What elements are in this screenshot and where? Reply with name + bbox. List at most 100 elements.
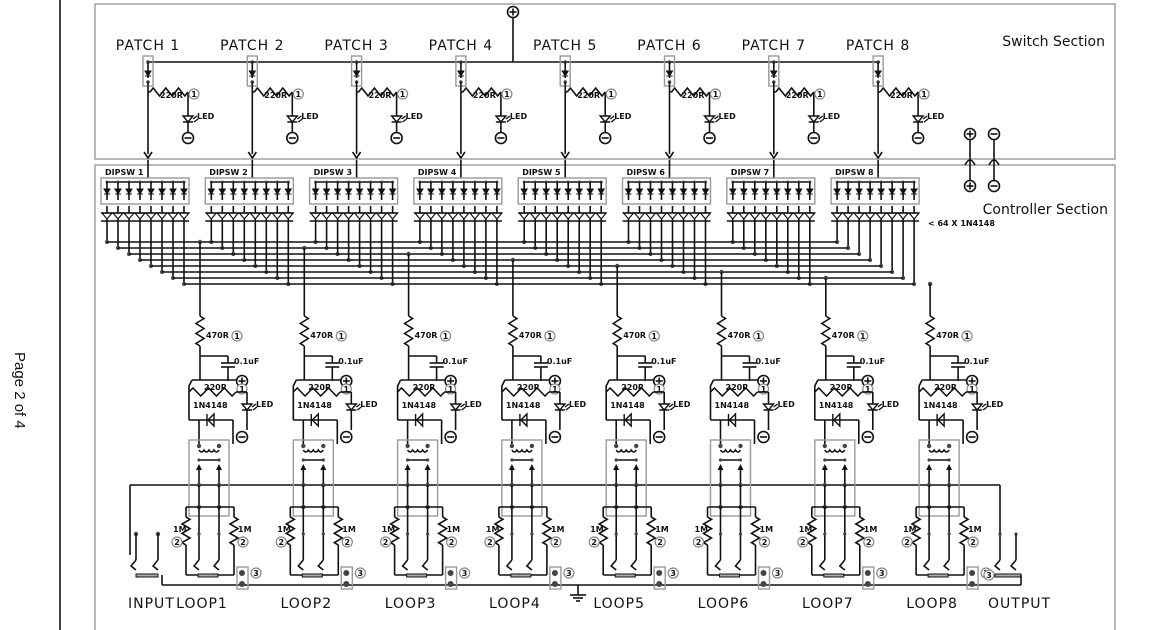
junction-dot [738, 443, 743, 449]
jack-sleeve [406, 573, 428, 578]
power-plus-icon [861, 374, 875, 388]
junction-dot [634, 443, 639, 449]
jack-contact [714, 559, 722, 571]
diode-label: 1N4148 [610, 401, 645, 410]
matrix-diode [655, 212, 668, 220]
resistor-label: 470R [415, 331, 438, 340]
ground-connector [549, 566, 562, 590]
power-plus-icon [506, 5, 520, 19]
note-circle [275, 536, 287, 548]
jack-sleeve [823, 573, 845, 578]
led-label: LED [406, 112, 424, 121]
switch-diode [333, 188, 342, 195]
note-number: 1 [400, 90, 406, 99]
led-symbol [807, 115, 825, 124]
capacitor-label: 0.1uF [964, 357, 989, 366]
note-marker: 1 [231, 330, 243, 342]
relay-contact [926, 464, 933, 470]
matrix-diode [331, 212, 344, 220]
note-number: 3 [462, 569, 468, 578]
ground-minus-icon [965, 430, 979, 444]
relay-coil [511, 448, 533, 453]
note-marker: 1 [605, 88, 617, 100]
resistor-label: 220R [160, 91, 183, 100]
jack-contact [818, 559, 826, 571]
junction-dot [321, 443, 326, 449]
note-number: 1 [344, 385, 350, 394]
patch-label: PATCH 3 [324, 38, 388, 54]
resistor-label: 220R [726, 383, 749, 392]
note-number: 3 [670, 569, 676, 578]
switch-diode [158, 188, 166, 195]
led-symbol [285, 115, 303, 124]
dipswitch-label: DIPSW 4 [418, 168, 457, 177]
patch-label: PATCH 1 [116, 38, 180, 54]
matrix-diode [874, 212, 888, 220]
note-number: 2 [174, 538, 180, 547]
input-label: INPUT [128, 596, 175, 612]
resistor-1m [332, 516, 344, 546]
note-marker: 2 [550, 536, 562, 548]
junction-dot [301, 443, 306, 449]
note-circle [484, 536, 496, 548]
switch-diode [866, 188, 874, 195]
resistor-label: 220R [264, 91, 287, 100]
resistor-220r [775, 86, 815, 98]
matrix-diode [781, 212, 795, 220]
relay-contact [404, 464, 411, 470]
loop-label: LOOP6 [698, 596, 750, 612]
note-circle [341, 536, 353, 548]
matrix-diode [424, 212, 438, 220]
switch-diode [366, 188, 375, 195]
note-number: 2 [970, 538, 976, 547]
matrix-diode [100, 212, 114, 220]
connector-arrow [351, 151, 362, 160]
note-number: 1 [552, 385, 558, 394]
switch-diode [136, 188, 144, 195]
resistor-label: 1M [903, 525, 917, 534]
matrix-diode [271, 212, 284, 220]
matrix-diode [792, 212, 806, 220]
note-marker: 2 [380, 536, 392, 548]
dipswitch-box [100, 177, 190, 205]
capacitor-label: 0.1uF [338, 357, 363, 366]
matrix-diode [726, 212, 740, 220]
note-circle [354, 567, 366, 579]
resistor-label: 220R [830, 383, 853, 392]
matrix-diode [699, 212, 712, 220]
note-circle [709, 88, 722, 100]
relay-coil [928, 448, 950, 453]
note-marker: 1 [440, 330, 452, 342]
junction-dot [196, 443, 202, 449]
dipswitch-box [413, 177, 503, 205]
note-circle [231, 330, 243, 342]
note-number: 1 [921, 90, 927, 99]
matrix-diode [830, 212, 844, 220]
note-circle [292, 88, 304, 100]
note-marker: 1 [544, 330, 556, 342]
patch-label: PATCH 8 [846, 38, 910, 54]
note-marker: 1 [648, 330, 660, 342]
junction-dot [425, 443, 430, 449]
switch-diode [322, 188, 331, 195]
junction-dot [426, 532, 430, 536]
switch-diode [471, 188, 479, 195]
resistor-label: 220R [890, 91, 913, 100]
resistor-470r [820, 315, 832, 347]
relay-coil [302, 448, 324, 453]
capacitor-label: 0.1uF [234, 357, 259, 366]
power-minus-connector [987, 127, 1001, 193]
switch-diode [284, 188, 293, 195]
note-marker: 2 [967, 536, 979, 548]
resistor-1m [910, 516, 922, 546]
note-number: 2 [553, 538, 559, 547]
switch-diode [416, 188, 424, 195]
note-circle [918, 88, 930, 100]
matrix-diode [770, 212, 784, 220]
switch-diode [273, 188, 282, 195]
output-jack: 3 [983, 485, 1022, 586]
note-number: 1 [651, 332, 657, 341]
